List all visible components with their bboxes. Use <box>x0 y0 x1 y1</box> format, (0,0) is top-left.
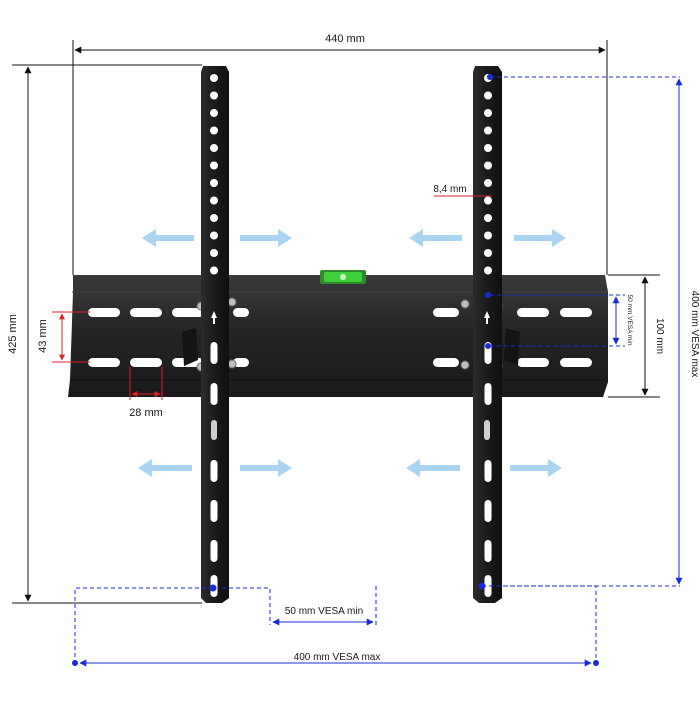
arm-hole <box>484 266 492 275</box>
left-vertical-arm <box>201 66 229 603</box>
tilt-knob-icon <box>182 328 520 366</box>
arm-hole <box>210 91 218 100</box>
arm-hole <box>210 126 218 135</box>
arm-slot <box>210 383 218 405</box>
wall-plate <box>68 270 608 397</box>
hole-diameter-label: 8,4 mm <box>433 184 466 195</box>
arm-hole <box>484 231 492 240</box>
arm-hole <box>484 161 492 170</box>
arm-slot <box>484 383 492 405</box>
arm-slot <box>484 575 492 597</box>
slide-right-arrow-icon <box>514 229 566 247</box>
arm-hole <box>210 109 218 117</box>
slide-left-arrow-icon <box>406 459 460 477</box>
arm-hole <box>484 109 492 117</box>
slot-spacing-label: 43 mm <box>37 319 49 353</box>
arm-hole <box>484 144 492 152</box>
arm-slot <box>484 460 492 482</box>
vesa-dimension-lines <box>74 76 683 667</box>
arm-hole <box>484 179 492 187</box>
slide-right-arrow-icon <box>240 459 292 477</box>
arm-hole <box>210 74 218 82</box>
right-vertical-arm <box>473 66 502 603</box>
plate-slots <box>88 308 592 367</box>
vesa-max-vertical-label: 400 mm VESA max <box>689 291 700 378</box>
arm-slot <box>210 540 218 562</box>
arm-hole <box>210 196 218 205</box>
arm-hole <box>210 161 218 170</box>
slide-left-arrow-icon <box>138 459 192 477</box>
arm-hole <box>484 91 492 100</box>
up-arrow-icon <box>484 311 490 324</box>
vesa-max-horizontal-label: 400 mm VESA max <box>294 652 381 663</box>
vesa-hole-markers <box>72 74 599 666</box>
arm-hole <box>210 266 218 275</box>
arm-hole <box>484 249 492 257</box>
slide-left-arrow-icon <box>142 229 194 247</box>
arm-hole <box>210 179 218 187</box>
slide-arrows <box>138 229 566 477</box>
arm-slot <box>210 460 218 482</box>
arm-slot <box>484 500 492 522</box>
plate-height-label: 100 mm <box>654 318 665 354</box>
arm-hole <box>210 249 218 257</box>
slide-left-arrow-icon <box>409 229 462 247</box>
arm-hole <box>484 196 492 205</box>
width-dimension-label: 440 mm <box>325 33 365 45</box>
arm-hole <box>210 231 218 240</box>
arm-slot <box>484 540 492 562</box>
arm-hole <box>484 126 492 135</box>
slot-length-label: 28 mm <box>129 407 163 419</box>
arm-hole <box>210 144 218 152</box>
slide-right-arrow-icon <box>510 459 562 477</box>
slide-right-arrow-icon <box>240 229 292 247</box>
arm-hole <box>484 214 492 222</box>
arm-hole <box>210 214 218 222</box>
arm-slot <box>210 500 218 522</box>
vesa-min-vertical-label: 50 mm VESA min <box>626 295 633 346</box>
black-dimension-lines <box>12 40 660 604</box>
bubble-level-icon <box>320 270 366 284</box>
height-dimension-label: 425 mm <box>7 314 19 354</box>
vesa-min-horizontal-label: 50 mm VESA min <box>285 606 363 617</box>
up-arrow-icon <box>211 311 217 324</box>
red-dimension-lines <box>52 195 492 400</box>
arm-slot <box>210 342 218 364</box>
